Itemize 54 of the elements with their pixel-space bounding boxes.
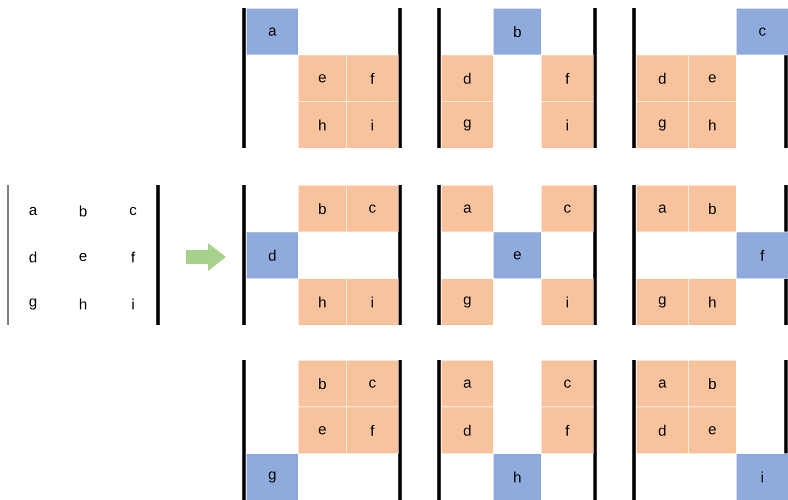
minor-cell: g [636, 278, 689, 326]
minor-cell: e [688, 406, 737, 454]
matrix-entry: f [131, 252, 136, 262]
minor-cell: a [441, 184, 494, 232]
minor-cell: f [541, 406, 594, 454]
minor-cell: d [441, 406, 494, 454]
minor-cell: d [636, 406, 689, 454]
minor-cell: e [688, 54, 737, 102]
pivot-cell: h [493, 453, 542, 500]
minor-cell: c [541, 184, 594, 232]
minor-cell: f [346, 54, 399, 102]
matrix-entry: e [79, 252, 86, 262]
minor-cell: c [541, 360, 594, 408]
minor-cell: i [541, 278, 594, 326]
minor-cell: a [636, 360, 689, 408]
matrix-entry: h [80, 298, 86, 310]
pivot-cell: f [736, 232, 788, 279]
matrix-entry: b [80, 205, 87, 216]
matrix-entry: g [29, 298, 36, 310]
pivot-cell: d [246, 232, 299, 279]
minor-cell: a [636, 184, 689, 232]
minor-cell: b [298, 360, 347, 408]
pivot-cell: c [736, 8, 788, 56]
pivot-cell: a [246, 8, 299, 56]
minor-cell: g [441, 278, 494, 326]
minor-cell: a [441, 360, 494, 408]
minor-cell: f [346, 406, 399, 454]
pivot-cell: i [736, 453, 788, 500]
minor-cell: i [346, 101, 399, 149]
matrix-entry: a [29, 206, 38, 216]
minor-cell: c [346, 184, 399, 232]
minor-cell: e [298, 54, 347, 102]
pivot-cell: b [493, 8, 542, 56]
minor-cell: g [636, 101, 689, 149]
minor-cell: d [636, 54, 689, 102]
minor-cell: b [298, 184, 347, 232]
minor-cell: e [298, 406, 347, 454]
minor-cell: d [441, 54, 494, 102]
minor-cell: g [441, 101, 494, 149]
minor-cell: f [541, 54, 594, 102]
minor-cell: h [688, 278, 737, 326]
matrix-entry: c [130, 206, 136, 216]
pivot-cell: e [493, 232, 542, 279]
matrix-entry: i [132, 298, 134, 310]
pivot-cell: g [246, 453, 299, 500]
minor-cell: i [541, 101, 594, 149]
minor-cell: b [688, 360, 737, 408]
minor-cell: i [346, 278, 399, 326]
minor-cell: b [688, 184, 737, 232]
minor-cell: h [298, 278, 347, 326]
minor-cell: h [298, 101, 347, 149]
matrix-entry: d [29, 251, 36, 262]
minor-cell: h [688, 101, 737, 149]
minor-cell: c [346, 360, 399, 408]
